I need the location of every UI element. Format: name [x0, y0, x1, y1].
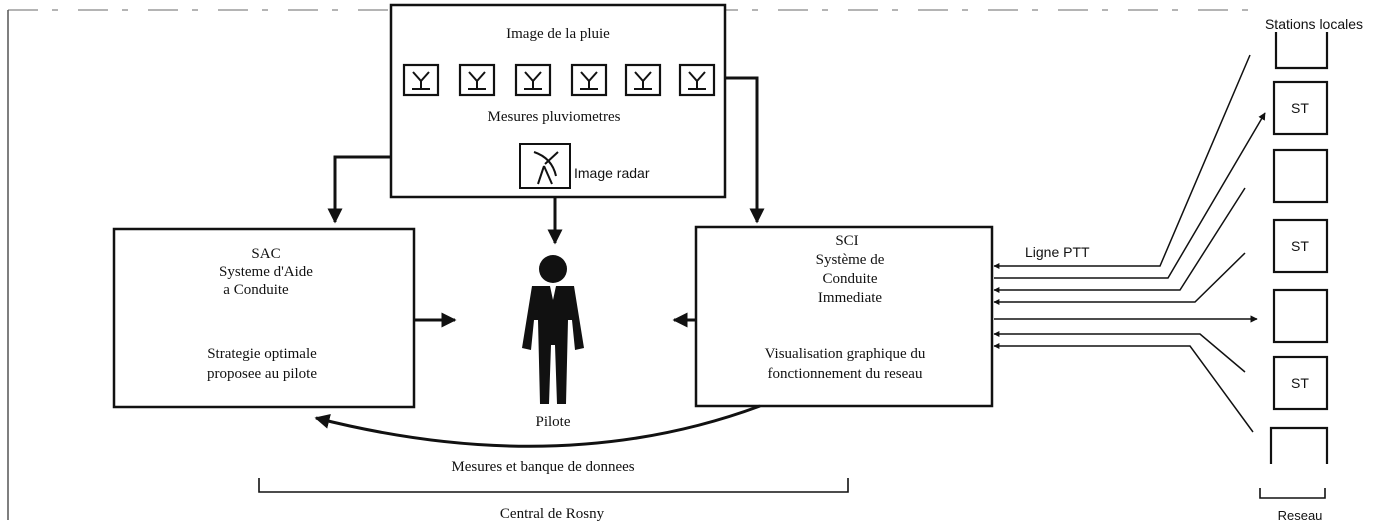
station-label: ST [1291, 375, 1309, 391]
rain-image-title: Image de la pluie [506, 26, 610, 42]
rain-gauge-icon [458, 63, 496, 97]
sci-desc-2: fonctionnement du reseau [768, 366, 923, 382]
central-bracket [258, 478, 849, 493]
station-box: ST [1272, 355, 1329, 411]
rain-to-sci-arrow [725, 76, 765, 224]
rain-image-box: Image de la pluie Mesures pluviometres I… [389, 3, 727, 199]
central-label: Central de Rosny [500, 506, 605, 522]
sci-desc-1: Visualisation graphique du [765, 346, 926, 362]
radar-dish-icon [519, 143, 571, 189]
data-bank-arrow [314, 404, 761, 448]
rain-gauge-icon [678, 63, 716, 97]
station-box [1269, 426, 1329, 464]
rain-to-sac-arrow [327, 155, 391, 224]
pilot-label: Pilote [535, 414, 570, 430]
ptt-line [993, 187, 1246, 293]
sac-subtitle-1: Systeme d'Aide [219, 264, 313, 280]
sci-title: SCI [835, 233, 858, 249]
stations-column: ST ST ST [1269, 32, 1329, 464]
ptt-line [993, 252, 1246, 305]
station-box [1274, 32, 1329, 70]
sac-box: SAC Systeme d'Aide a Conduite Strategie … [112, 227, 416, 409]
rain-gauges-row [402, 63, 716, 97]
station-box: ST [1272, 80, 1329, 136]
network-bracket [1259, 488, 1326, 499]
station-box: ST [1272, 218, 1329, 274]
rain-gauge-icon [570, 63, 608, 97]
pilot-person-icon [522, 255, 584, 404]
station-box [1272, 288, 1329, 344]
rain-gauge-icon [514, 63, 552, 97]
ptt-lines [993, 54, 1266, 433]
sci-subtitle-2: Conduite [823, 271, 878, 287]
sac-desc-1: Strategie optimale [207, 346, 317, 362]
ptt-label: Ligne PTT [1025, 244, 1090, 260]
ptt-line [994, 112, 1266, 279]
frame-border [7, 9, 1250, 520]
station-box [1272, 148, 1329, 204]
ptt-line [993, 343, 1254, 433]
sci-subtitle-1: Système de [816, 252, 885, 268]
station-label: ST [1291, 238, 1309, 254]
ptt-line [993, 54, 1251, 269]
sci-subtitle-3: Immediate [818, 290, 882, 306]
rain-gauge-icon [402, 63, 440, 97]
data-bank-label: Mesures et banque de donnees [451, 459, 634, 475]
ptt-line [993, 331, 1246, 373]
sci-box: SCI Système de Conduite Immediate Visual… [694, 225, 994, 408]
radar-label: Image radar [574, 165, 650, 181]
gauges-label: Mesures pluviometres [488, 109, 621, 125]
station-label: ST [1291, 100, 1309, 116]
sac-title: SAC [251, 246, 280, 262]
rain-gauge-icon [624, 63, 662, 97]
network-label: Reseau [1278, 508, 1323, 523]
stations-header: Stations locales [1265, 16, 1363, 32]
sac-subtitle-2: a Conduite [223, 282, 289, 298]
sac-desc-2: proposee au pilote [207, 366, 317, 382]
